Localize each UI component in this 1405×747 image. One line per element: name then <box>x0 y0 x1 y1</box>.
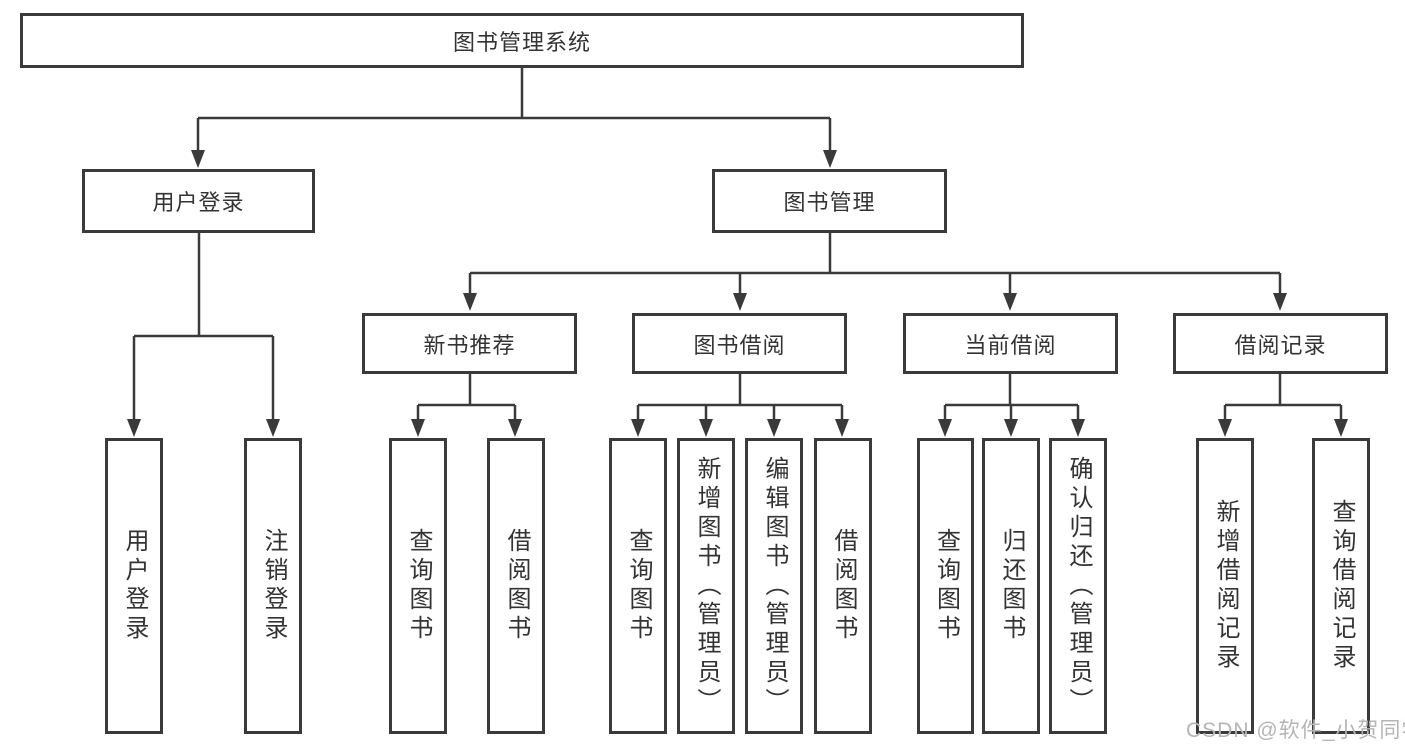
node-label: 查询图书 <box>405 528 432 644</box>
node-label: 新增图书（管理员） <box>693 455 720 717</box>
arrowheads <box>127 150 1348 437</box>
node-user-login: 用户登录 <box>82 169 315 233</box>
node-book-management: 图书管理 <box>712 169 947 233</box>
leaf-user-login: 用户登录 <box>105 438 163 734</box>
node-root: 图书管理系统 <box>20 13 1024 68</box>
node-label: 借阅记录 <box>1234 332 1327 358</box>
node-label: 编辑图书（管理员） <box>761 455 788 717</box>
node-new-book-recommendation: 新书推荐 <box>362 313 577 374</box>
leaf-add-borrow-record: 新增借阅记录 <box>1196 438 1254 734</box>
node-label: 图书借阅 <box>693 332 786 358</box>
node-current-borrowing: 当前借阅 <box>903 313 1118 374</box>
node-label: 新书推荐 <box>423 332 516 358</box>
node-label: 新增借阅记录 <box>1212 499 1239 673</box>
node-label: 查询借阅记录 <box>1328 499 1355 673</box>
node-label: 借阅图书 <box>503 528 530 644</box>
node-label: 图书管理 <box>783 190 876 215</box>
leaf-add-books-admin: 新增图书（管理员） <box>677 438 735 734</box>
leaf-borrow-books-1: 借阅图书 <box>487 438 545 734</box>
watermark: CSDN @软件_小贺同学 <box>1186 719 1405 742</box>
node-label: 查询图书 <box>932 528 960 644</box>
node-label: 当前借阅 <box>964 332 1057 358</box>
node-label: 查询图书 <box>625 528 652 644</box>
node-label: 确认归还（管理员） <box>1065 455 1092 717</box>
leaf-query-books-2: 查询图书 <box>609 438 667 734</box>
node-label: 用户登录 <box>121 528 148 644</box>
leaf-borrow-books-2: 借阅图书 <box>814 438 872 734</box>
leaf-edit-books-admin: 编辑图书（管理员） <box>745 438 803 734</box>
node-borrow-records: 借阅记录 <box>1173 313 1388 374</box>
node-label: 注销登录 <box>260 528 287 644</box>
node-label: 归还图书 <box>998 528 1025 644</box>
node-book-borrowing: 图书借阅 <box>632 313 847 374</box>
node-label: 用户登录 <box>152 190 245 215</box>
node-label: 借阅图书 <box>830 528 857 644</box>
leaf-logout: 注销登录 <box>244 438 302 734</box>
leaf-query-books-3: 查询图书 <box>917 438 974 734</box>
leaf-query-borrow-record: 查询借阅记录 <box>1312 438 1370 734</box>
leaf-confirm-return-admin: 确认归还（管理员） <box>1049 438 1107 734</box>
connector-paths <box>132 68 1343 420</box>
leaf-return-books: 归还图书 <box>982 438 1040 734</box>
leaf-query-books-1: 查询图书 <box>389 438 447 734</box>
node-label: 图书管理系统 <box>452 29 591 55</box>
